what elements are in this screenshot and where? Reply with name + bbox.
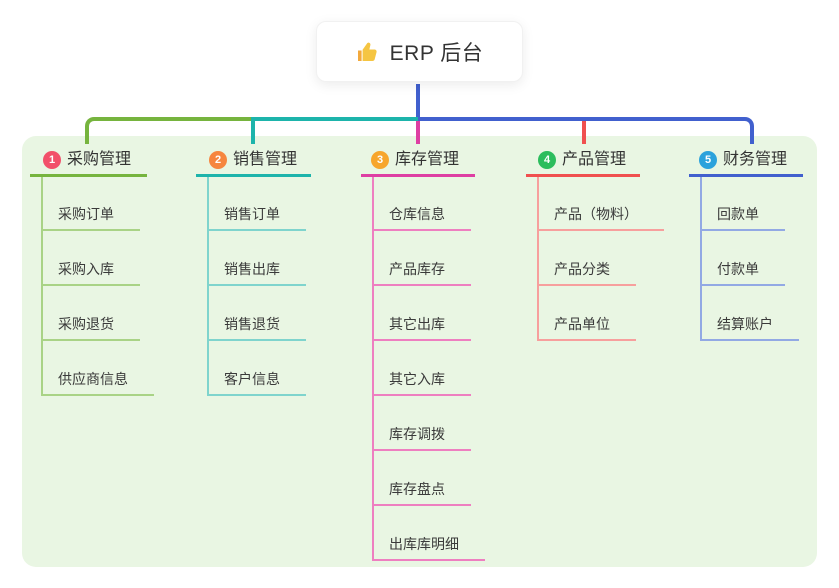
branch-underline [689, 174, 803, 177]
child-item[interactable]: 库存盘点 [372, 481, 471, 506]
branch-badge: 4 [538, 151, 556, 169]
child-item[interactable]: 产品（物料） [537, 206, 664, 231]
child-item[interactable]: 产品单位 [537, 316, 636, 341]
child-item[interactable]: 付款单 [700, 261, 785, 286]
connector-branch-2-horizontal [255, 117, 418, 121]
branch-underline [30, 174, 147, 177]
root-title: ERP 后台 [389, 41, 484, 65]
child-item[interactable]: 采购订单 [41, 206, 140, 231]
branch-title-2[interactable]: 销售管理 [233, 151, 298, 168]
child-item[interactable]: 仓库信息 [372, 206, 471, 231]
child-item[interactable]: 结算账户 [700, 316, 799, 341]
child-item[interactable]: 库存调拨 [372, 426, 471, 451]
connector-branch-4-drop [582, 121, 586, 144]
child-item[interactable]: 出库库明细 [372, 536, 485, 561]
branch-title-3[interactable]: 库存管理 [395, 151, 460, 168]
child-item[interactable]: 采购入库 [41, 261, 140, 286]
child-item[interactable]: 产品库存 [372, 261, 471, 286]
child-item[interactable]: 回款单 [700, 206, 785, 231]
branch-badge: 1 [43, 151, 61, 169]
branch-child-spine [207, 177, 209, 396]
branch-child-spine [700, 177, 702, 341]
connector-branch-2-drop [251, 117, 255, 144]
branch-badge: 2 [209, 151, 227, 169]
branch-title-4[interactable]: 产品管理 [562, 151, 627, 168]
branch-child-spine [372, 177, 374, 561]
child-item[interactable]: 产品分类 [537, 261, 636, 286]
child-item[interactable]: 销售退货 [207, 316, 306, 341]
branch-child-spine [41, 177, 43, 396]
root-node[interactable]: ERP 后台 [316, 21, 523, 82]
branch-child-spine [537, 177, 539, 341]
child-item[interactable]: 客户信息 [207, 371, 306, 396]
child-item[interactable]: 供应商信息 [41, 371, 154, 396]
connector-branch-5 [418, 117, 754, 144]
child-item[interactable]: 采购退货 [41, 316, 140, 341]
child-item[interactable]: 销售订单 [207, 206, 306, 231]
branch-underline [196, 174, 311, 177]
branch-badge: 3 [371, 151, 389, 169]
child-item[interactable]: 其它出库 [372, 316, 471, 341]
branch-badge: 5 [699, 151, 717, 169]
thumbs-up-icon [357, 42, 377, 61]
child-item[interactable]: 销售出库 [207, 261, 306, 286]
connector-branch-3-drop [416, 121, 420, 144]
branch-title-1[interactable]: 采购管理 [67, 151, 132, 168]
connector-branch-1 [85, 117, 255, 144]
branch-underline [526, 174, 640, 177]
child-item[interactable]: 其它入库 [372, 371, 471, 396]
root-connector-stub [416, 84, 420, 121]
branch-underline [361, 174, 475, 177]
branches-panel [22, 136, 817, 567]
branch-title-5[interactable]: 财务管理 [723, 151, 788, 168]
